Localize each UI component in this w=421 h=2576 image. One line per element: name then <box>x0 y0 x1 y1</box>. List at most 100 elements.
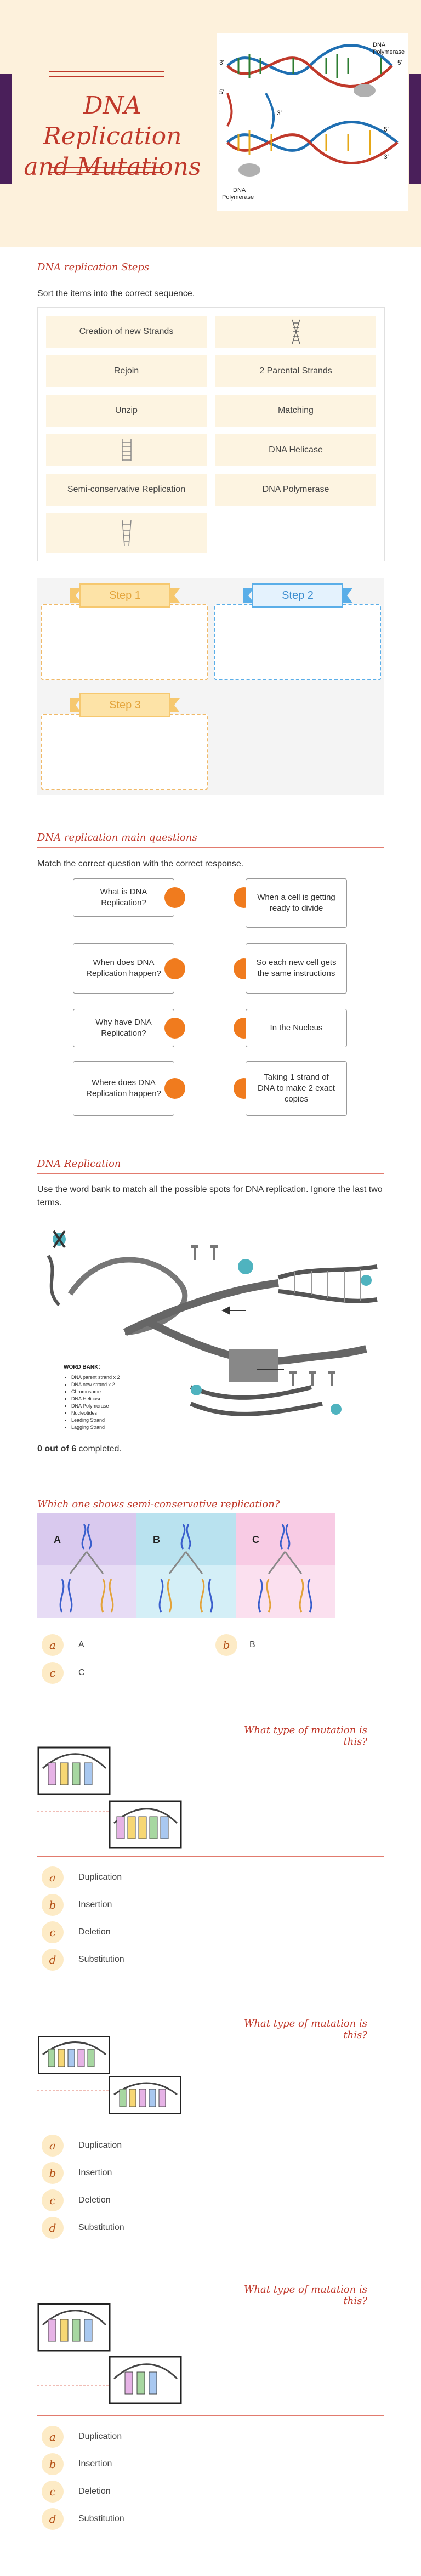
match-connector-dot[interactable] <box>164 958 185 979</box>
sort-item-label: Unzip <box>115 406 138 415</box>
match-answer-text: In the Nucleus <box>270 1023 323 1032</box>
ribbon-step-2: Step 2 <box>243 583 352 608</box>
choice-letter-c[interactable]: c <box>42 1662 64 1684</box>
choice-label[interactable]: Deletion <box>78 1927 111 1937</box>
match-question[interactable]: Where does DNA Replication happen? <box>73 1061 174 1116</box>
choice-label[interactable]: Substitution <box>78 2514 124 2523</box>
choice-label[interactable]: Insertion <box>78 1900 112 1909</box>
bucket-label: Step 2 <box>282 589 314 602</box>
choice-letter-b[interactable]: b <box>42 1894 64 1916</box>
choice-letter: c <box>49 2485 56 2498</box>
choice-label[interactable]: Insertion <box>78 2459 112 2469</box>
match-question[interactable]: When does DNA Replication happen? <box>73 943 174 994</box>
image-label: 3' <box>219 59 224 66</box>
sort-item-image[interactable] <box>46 434 207 466</box>
sort-item-label: Matching <box>278 406 314 415</box>
choice-letter-b[interactable]: b <box>42 2453 64 2475</box>
mutation-image-3 <box>37 2303 185 2404</box>
choice-letter-d[interactable]: d <box>42 2217 64 2239</box>
match-connector-dot[interactable] <box>164 1018 185 1039</box>
choice-label[interactable]: Duplication <box>78 1873 122 1882</box>
word-bank-item: DNA new strand x 2 <box>71 1381 120 1388</box>
choice-letter: b <box>223 1638 230 1652</box>
choice-label[interactable]: Substitution <box>78 1955 124 1964</box>
match-answer-text: Taking 1 strand of DNA to make 2 exact c… <box>258 1073 335 1104</box>
bucket-step-2[interactable] <box>214 604 381 680</box>
choice-letter-d[interactable]: d <box>42 2508 64 2530</box>
choice-label[interactable]: C <box>78 1668 85 1677</box>
choice-letter-a[interactable]: a <box>42 1866 64 1888</box>
sort-item[interactable]: 2 Parental Strands <box>215 355 376 387</box>
choice-label[interactable]: Duplication <box>78 2432 122 2441</box>
choice-label[interactable]: Insertion <box>78 2168 112 2177</box>
choice-label[interactable]: Duplication <box>78 2141 122 2150</box>
mutation-question-title: What type of mutation is this? <box>243 1724 367 1747</box>
mutation-diagram <box>37 2036 181 2114</box>
choice-letter: d <box>49 1953 56 1966</box>
match-prompt: Match the correct question with the corr… <box>37 859 244 869</box>
choice-letter-b[interactable]: b <box>215 1634 237 1656</box>
sort-item[interactable]: DNA Polymerase <box>215 474 376 506</box>
choice-letter-b[interactable]: b <box>42 2162 64 2184</box>
bucket-label: Step 1 <box>109 589 141 602</box>
sort-item-label: DNA Polymerase <box>262 485 329 494</box>
choice-letter-a[interactable]: a <box>42 2135 64 2157</box>
choice-letter-a[interactable]: a <box>42 1634 64 1656</box>
mutation-diagram <box>37 1746 182 1849</box>
completion-suffix: completed. <box>76 1444 122 1454</box>
sort-item-image[interactable] <box>46 513 207 553</box>
choice-letter: a <box>49 1638 56 1652</box>
choice-letter-c[interactable]: c <box>42 2189 64 2211</box>
choice-letter-d[interactable]: d <box>42 1949 64 1971</box>
choice-label[interactable]: B <box>249 1640 255 1649</box>
image-label: Polymerase <box>222 194 254 201</box>
match-answer-text: So each new cell gets the same instructi… <box>256 958 337 978</box>
match-question[interactable]: Why have DNA Replication? <box>73 1009 174 1047</box>
sort-item-image[interactable] <box>215 316 376 348</box>
choice-letter: d <box>49 2512 56 2526</box>
match-question[interactable]: What is DNA Replication? <box>73 878 174 917</box>
bucket-step-3[interactable] <box>41 714 208 790</box>
choice-letter-a[interactable]: a <box>42 2426 64 2448</box>
match-answer[interactable]: In the Nucleus <box>246 1009 347 1047</box>
sort-item[interactable]: Semi-conservative Replication <box>46 474 207 506</box>
choice-label[interactable]: Deletion <box>78 2195 111 2205</box>
hero-rule <box>49 167 164 168</box>
sort-item-label: DNA Helicase <box>269 445 323 455</box>
match-question-text: What is DNA Replication? <box>100 887 147 907</box>
match-answer[interactable]: Taking 1 strand of DNA to make 2 exact c… <box>246 1061 347 1116</box>
choice-label[interactable]: Deletion <box>78 2487 111 2496</box>
replication-diagram: WORD BANK: DNA parent strand x 2 DNA new… <box>37 1223 384 1437</box>
option-letter: A <box>54 1534 61 1545</box>
sort-item[interactable]: Matching <box>215 395 376 427</box>
dna-replication-image: DNA Polymerase 3' 5' 5' 3' 5' 3' DNA Pol… <box>217 33 408 211</box>
semi-conservative-options-image: A B C <box>37 1513 335 1618</box>
bucket-step-1[interactable] <box>41 604 208 680</box>
completion-status: 0 out of 6 completed. <box>37 1444 122 1454</box>
match-answer[interactable]: So each new cell gets the same instructi… <box>246 943 347 994</box>
choice-letter: d <box>49 2221 56 2234</box>
hero-accent-bar-left <box>0 74 12 184</box>
section-title-semi: Which one shows semi-conservative replic… <box>37 1499 280 1510</box>
image-label: 5' <box>397 59 402 66</box>
choice-label[interactable]: A <box>78 1640 84 1649</box>
sort-item[interactable]: Creation of new Strands <box>46 316 207 348</box>
choice-letter-c[interactable]: c <box>42 2481 64 2503</box>
sort-item[interactable]: DNA Helicase <box>215 434 376 466</box>
match-connector-dot[interactable] <box>164 1078 185 1099</box>
image-label: 3' <box>277 109 282 117</box>
sort-item[interactable]: Rejoin <box>46 355 207 387</box>
ribbon-step-3: Step 3 <box>70 693 180 718</box>
section-title-steps: DNA replication Steps <box>37 262 150 273</box>
sort-item[interactable]: Unzip <box>46 395 207 427</box>
image-label: 5' <box>384 126 389 133</box>
image-label: DNA <box>373 42 386 48</box>
option-panel-c-lower <box>236 1565 335 1618</box>
choice-letter-c[interactable]: c <box>42 1921 64 1943</box>
match-connector-dot[interactable] <box>164 887 185 908</box>
word-bank-item: Leading Strand <box>71 1417 120 1424</box>
dna-strands-icon <box>121 439 132 461</box>
choice-label[interactable]: Substitution <box>78 2223 124 2232</box>
match-answer[interactable]: When a cell is getting ready to divide <box>246 878 347 928</box>
sort-buckets-area: Step 1 Step 2 Step 3 <box>37 578 384 795</box>
